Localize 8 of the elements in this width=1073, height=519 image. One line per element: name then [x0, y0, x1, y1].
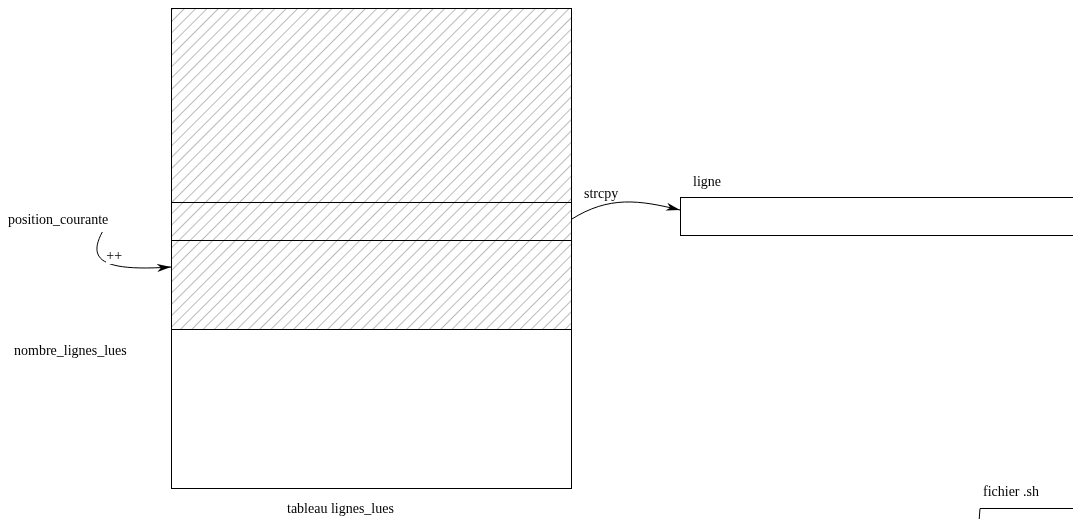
arrow — [96, 231, 172, 272]
buffer-title: ligne — [693, 174, 721, 190]
table-caption: tableau lignes_lues — [287, 501, 394, 517]
variable-label: nombre_lignes_lues — [14, 343, 127, 359]
variable-label: position_courante — [8, 212, 109, 228]
file-title: fichier .sh — [983, 484, 1039, 500]
current-row — [172, 202, 571, 241]
arrow — [570, 201, 681, 221]
